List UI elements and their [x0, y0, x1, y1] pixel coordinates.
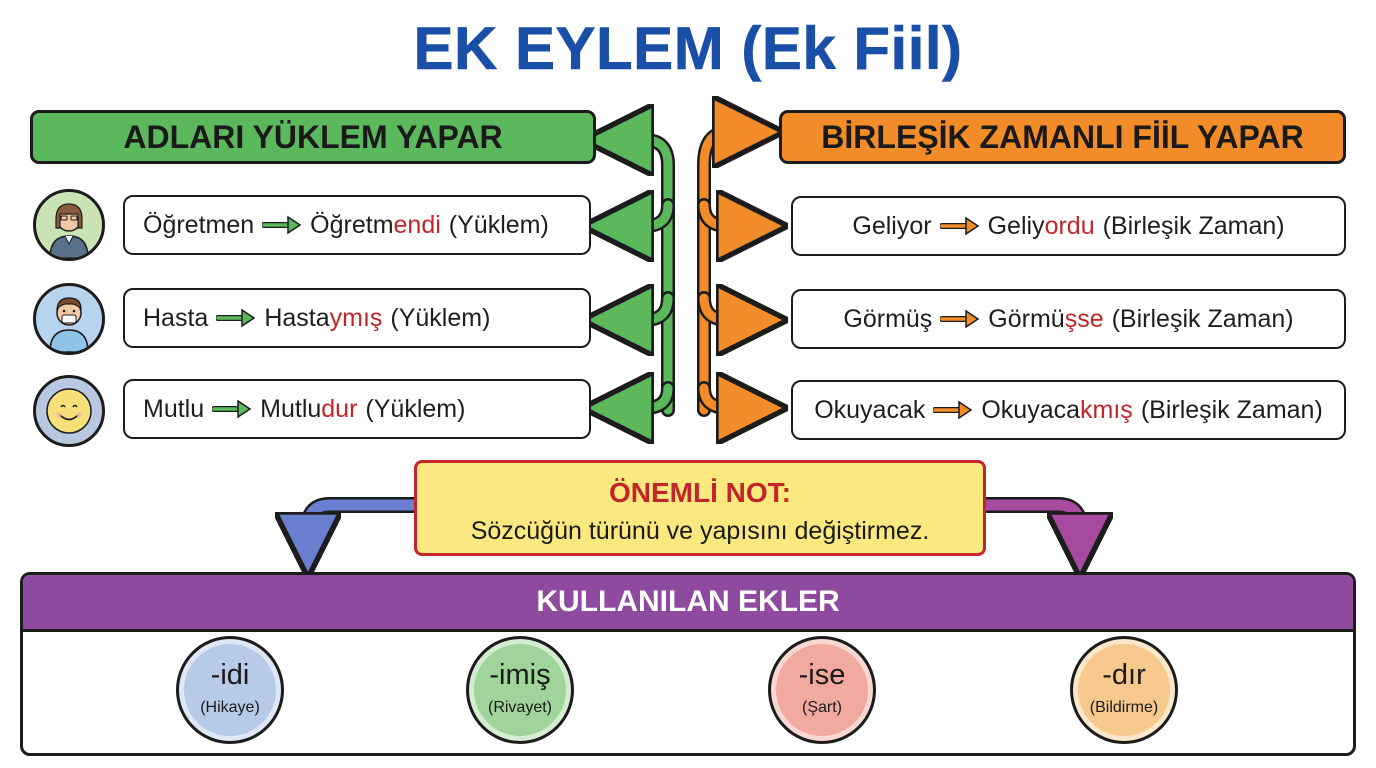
example-result: Öğretmendi	[310, 210, 441, 239]
example-base: Okuyacak	[814, 395, 926, 424]
green-arrow-icon	[212, 399, 252, 419]
smiley-avatar	[33, 375, 105, 447]
suffix-text: -idi	[210, 659, 250, 691]
example-suffix: kmış	[1080, 395, 1133, 424]
suffix-circle-imis: -imiş (Rivayet)	[466, 636, 574, 744]
note-to-panel-arrow-right	[978, 497, 1080, 545]
right-example-1: Geliyor Geliyordu (Birleşik Zaman)	[791, 196, 1346, 256]
example-base: Hasta	[143, 303, 209, 332]
example-base: Geliyor	[852, 211, 932, 240]
example-suffix: endi	[393, 210, 441, 239]
suffix-text: -imiş	[489, 659, 551, 691]
example-note: (Yüklem)	[448, 210, 549, 239]
example-result: Görmüşse	[988, 304, 1104, 333]
example-note: (Birleşik Zaman)	[1111, 304, 1294, 333]
note-to-panel-arrow-left	[308, 497, 422, 545]
note-text: Sözcüğün türünü ve yapısını değiştirmez.	[470, 517, 930, 545]
note-title: ÖNEMLİ NOT:	[609, 477, 791, 508]
example-note: (Yüklem)	[390, 303, 491, 332]
suffixes-panel-header: KULLANILAN EKLER	[23, 575, 1353, 632]
example-result: Okuyacakmış	[981, 395, 1133, 424]
example-result: Hastaymış	[264, 303, 383, 332]
page-title: EK EYLEM (Ek Fiil)	[413, 15, 963, 83]
example-result: Geliyordu	[987, 211, 1095, 240]
example-note: (Birleşik Zaman)	[1102, 211, 1285, 240]
left-section-header: ADLARI YÜKLEM YAPAR	[30, 110, 596, 164]
example-note: (Birleşik Zaman)	[1140, 395, 1323, 424]
teacher-avatar	[33, 189, 105, 261]
left-example-3: Mutlu Mutludur (Yüklem)	[123, 379, 591, 439]
suffix-circle-dir: -dır (Bildirme)	[1070, 636, 1178, 744]
example-suffix: ymış	[329, 303, 383, 332]
example-base: Görmüş	[843, 304, 933, 333]
suffix-circle-idi: -idi (Hikaye)	[176, 636, 284, 744]
example-base: Öğretmen	[143, 210, 255, 239]
example-suffix: ordu	[1044, 211, 1095, 240]
right-section-header: BİRLEŞİK ZAMANLI FİİL YAPAR	[779, 110, 1346, 164]
patient-avatar	[33, 283, 105, 355]
example-result: Mutludur	[260, 394, 358, 423]
left-example-2: Hasta Hastaymış (Yüklem)	[123, 288, 591, 348]
suffix-label: (Hikaye)	[200, 699, 260, 716]
orange-connector-arrow	[697, 132, 752, 410]
suffix-text: -ise	[798, 659, 846, 691]
right-example-3: Okuyacak Okuyacakmış (Birleşik Zaman)	[791, 380, 1346, 440]
orange-arrow-icon	[940, 309, 980, 329]
example-note: (Yüklem)	[365, 394, 466, 423]
suffix-label: (Şart)	[802, 699, 842, 716]
example-suffix: dur	[321, 394, 358, 423]
green-arrow-icon	[262, 215, 302, 235]
orange-arrow-icon	[933, 400, 973, 420]
suffix-label: (Bildirme)	[1089, 699, 1159, 716]
example-suffix: şse	[1064, 304, 1104, 333]
orange-arrow-icon	[939, 216, 979, 236]
suffix-text: -dır	[1102, 659, 1146, 691]
suffix-circle-ise: -ise (Şart)	[768, 636, 876, 744]
green-arrow-icon	[216, 308, 256, 328]
green-connector-arrow	[618, 140, 675, 410]
important-note-box: ÖNEMLİ NOT: Sözcüğün türünü ve yapısını …	[414, 460, 986, 556]
suffix-label: (Rivayet)	[487, 699, 552, 716]
left-example-1: Öğretmen Öğretmendi (Yüklem)	[123, 195, 591, 255]
right-example-2: Görmüş Görmüşse (Birleşik Zaman)	[791, 289, 1346, 349]
example-base: Mutlu	[143, 394, 205, 423]
